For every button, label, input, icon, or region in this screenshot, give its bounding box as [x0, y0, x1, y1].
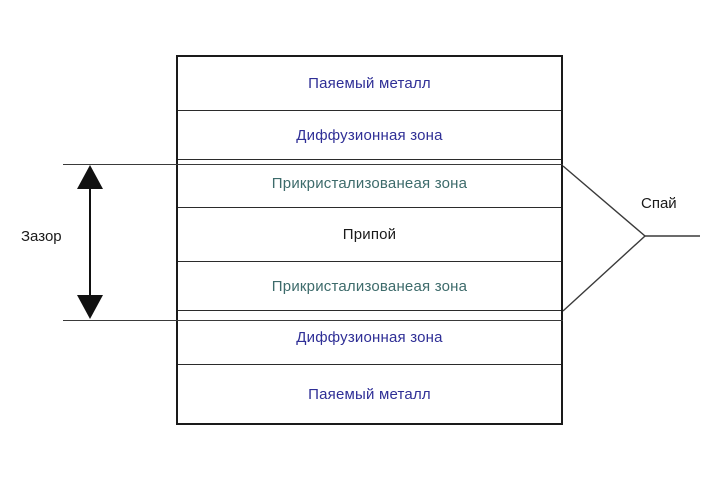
gap-dimension-line [89, 172, 91, 302]
band-paaemyy-metall-bottom: Паяемый металл [178, 364, 561, 423]
gap-arrow-down-icon [77, 295, 103, 319]
layer-stack: Паяемый металл Диффузионная зона Прикрис… [176, 55, 563, 425]
band-pripoy: Припой [178, 207, 561, 261]
band-diffuzionnaya-zona-top: Диффузионная зона [178, 110, 561, 159]
joint-label: Спай [641, 195, 677, 212]
gap-guide-line-top [63, 164, 563, 165]
gap-guide-line-bottom [63, 320, 563, 321]
band-diffuzionnaya-zona-bottom: Диффузионная зона [178, 310, 561, 364]
band-prikristalizovaneaya-zona-top: Прикристализованеая зона [178, 159, 561, 207]
gap-label: Зазор [21, 228, 62, 245]
band-paaemyy-metall-top: Паяемый металл [308, 75, 431, 92]
gap-arrow-up-icon [77, 165, 103, 189]
band-prikristalizovaneaya-zona-bottom: Прикристализованеая зона [178, 261, 561, 310]
